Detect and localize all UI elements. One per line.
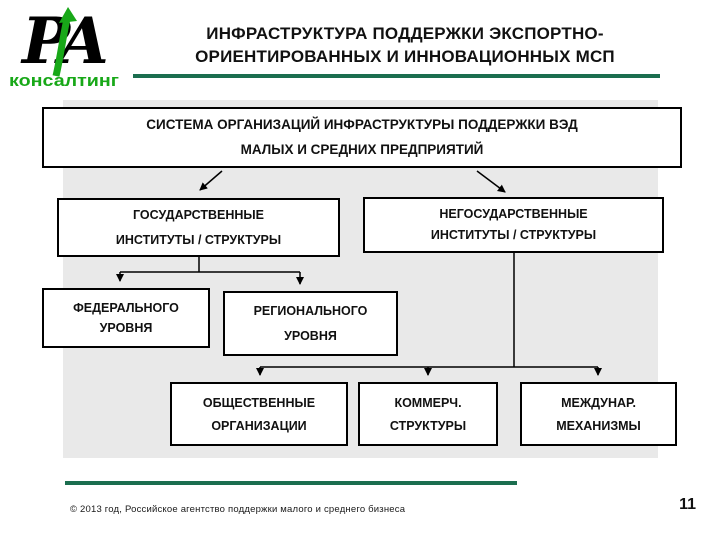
title-underline [133, 74, 660, 78]
slide-title: ИНФРАСТРУКТУРА ПОДДЕРЖКИ ЭКСПОРТНО- ОРИЕ… [138, 22, 672, 69]
node-public-line2: ОРГАНИЗАЦИИ [211, 418, 307, 433]
node-state-line2: ИНСТИТУТЫ / СТРУКТУРЫ [115, 232, 282, 247]
node-state-line1: ГОСУДАРСТВЕННЫЕ [133, 207, 264, 222]
node-state-institutes: ГОСУДАРСТВЕННЫЕ ИНСТИТУТЫ / СТРУКТУРЫ [57, 198, 340, 257]
node-root: СИСТЕМА ОРГАНИЗАЦИЙ ИНФРАСТРУКТУРЫ ПОДДЕ… [42, 107, 682, 168]
footer-divider [65, 481, 517, 485]
node-regional-level: РЕГИОНАЛЬНОГО УРОВНЯ [223, 291, 398, 356]
node-federal-level: ФЕДЕРАЛЬНОГО УРОВНЯ [42, 288, 210, 348]
node-regional-line2: УРОВНЯ [284, 328, 337, 343]
node-commercial-structures: КОММЕРЧ. СТРУКТУРЫ [358, 382, 498, 446]
node-regional-line1: РЕГИОНАЛЬНОГО [253, 304, 368, 319]
node-root-line1: СИСТЕМА ОРГАНИЗАЦИЙ ИНФРАСТРУКТУРЫ ПОДДЕ… [146, 117, 578, 133]
node-commercial-line1: КОММЕРЧ. [394, 396, 462, 410]
node-federal-line2: УРОВНЯ [99, 321, 153, 335]
node-nonstate-line1: НЕГОСУДАРСТВЕННЫЕ [439, 207, 588, 222]
node-international-mechanisms: МЕЖДУНАР. МЕХАНИЗМЫ [520, 382, 677, 446]
node-international-line1: МЕЖДУНАР. [561, 396, 636, 410]
logo-arrow-icon [52, 7, 77, 77]
node-nonstate-institutes: НЕГОСУДАРСТВЕННЫЕ ИНСТИТУТЫ / СТРУКТУРЫ [363, 197, 664, 253]
node-international-line2: МЕХАНИЗМЫ [556, 418, 641, 433]
page-number: 11 [679, 496, 696, 513]
company-logo: Р А консалтинг [9, 6, 119, 90]
node-public-line1: ОБЩЕСТВЕННЫЕ [202, 396, 316, 410]
node-public-organizations: ОБЩЕСТВЕННЫЕ ОРГАНИЗАЦИИ [170, 382, 348, 446]
node-root-line2: МАЛЫХ И СРЕДНИХ ПРЕДПРИЯТИЙ [240, 141, 484, 157]
slide-title-line1: ИНФРАСТРУКТУРА ПОДДЕРЖКИ ЭКСПОРТНО- [206, 24, 604, 43]
logo-brand-text: консалтинг [9, 71, 119, 90]
slide-title-line2: ОРИЕНТИРОВАННЫХ И ИННОВАЦИОННЫХ МСП [195, 47, 615, 67]
node-commercial-line2: СТРУКТУРЫ [389, 418, 467, 433]
node-federal-line1: ФЕДЕРАЛЬНОГО [73, 301, 179, 315]
node-nonstate-line2: ИНСТИТУТЫ / СТРУКТУРЫ [430, 228, 597, 242]
footer-copyright: © 2013 год, Российское агентство поддерж… [70, 504, 406, 515]
